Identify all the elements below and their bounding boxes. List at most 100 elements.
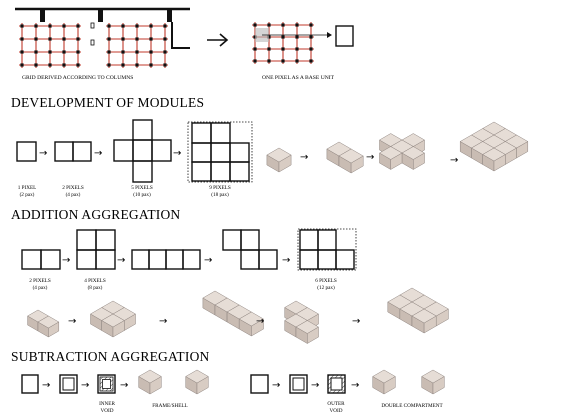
iso-box bbox=[482, 147, 506, 172]
column-node bbox=[267, 23, 271, 27]
arrow-icon: → bbox=[311, 380, 319, 391]
addition-2-pixels bbox=[21, 249, 61, 270]
column-marker bbox=[90, 39, 95, 46]
grid-label: GRID DERIVED ACCORDING TO COLUMNS bbox=[22, 75, 133, 81]
addition-6-pixels bbox=[297, 228, 357, 271]
addition-labels: 2 PIXELS (4 pax) 4 PIXELS (8 pax) 6 PIXE… bbox=[29, 278, 337, 291]
iso-box bbox=[411, 308, 437, 334]
base-pixel-square bbox=[335, 25, 354, 47]
iso-box bbox=[238, 311, 264, 337]
addition-label-pax: (8 pax) bbox=[88, 284, 103, 291]
column-node bbox=[62, 24, 66, 28]
column-node bbox=[281, 47, 285, 51]
column-node bbox=[309, 23, 313, 27]
arrow-icon: → bbox=[272, 380, 280, 391]
addition-title: ADDITION AGGREGATION bbox=[11, 207, 180, 222]
column-node bbox=[163, 63, 167, 67]
iso-box bbox=[401, 146, 425, 170]
module-label-count: 1 PIXEL bbox=[18, 185, 37, 191]
column-node bbox=[48, 37, 52, 41]
pointer-arrowhead bbox=[327, 32, 332, 38]
arrow-icon: → bbox=[117, 255, 125, 266]
column-node bbox=[309, 47, 313, 51]
column-node bbox=[267, 47, 271, 51]
column-node bbox=[48, 24, 52, 28]
double-compartment-label: DOUBLE COMPARTMENT bbox=[381, 403, 443, 409]
addition-label-pax: (12 pax) bbox=[317, 284, 335, 291]
outer-void-square bbox=[327, 374, 346, 394]
column-node bbox=[62, 37, 66, 41]
iso-box bbox=[421, 369, 445, 395]
module-label-pax: (4 pax) bbox=[66, 191, 81, 198]
module-label-count: 2 PIXELS bbox=[62, 185, 84, 191]
arrow-icon: → bbox=[450, 155, 458, 166]
column-black bbox=[40, 9, 45, 22]
arrow-icon: → bbox=[68, 316, 76, 327]
column-node bbox=[20, 63, 24, 67]
column-node bbox=[20, 24, 24, 28]
column-node bbox=[34, 24, 38, 28]
column-node bbox=[34, 63, 38, 67]
arrow-icon: → bbox=[256, 316, 264, 327]
column-node bbox=[76, 50, 80, 54]
module-label-pax: (10 pax) bbox=[133, 191, 151, 198]
column-node bbox=[253, 59, 257, 63]
module-1-pixel bbox=[16, 141, 37, 162]
column-node bbox=[34, 50, 38, 54]
arrow-icon: → bbox=[42, 380, 50, 391]
iso-box bbox=[37, 315, 60, 338]
arrow-icon: → bbox=[94, 148, 102, 159]
inner-void-label: VOID bbox=[101, 408, 114, 414]
column-node bbox=[121, 24, 125, 28]
sub-double-square bbox=[59, 374, 78, 394]
column-node bbox=[309, 59, 313, 63]
column-node bbox=[163, 37, 167, 41]
column-node bbox=[149, 63, 153, 67]
column-node bbox=[20, 37, 24, 41]
double-compartment-boxes bbox=[372, 369, 445, 395]
column-node bbox=[107, 37, 111, 41]
column-node bbox=[149, 37, 153, 41]
sub-double-square bbox=[289, 374, 308, 394]
modules-title: DEVELOPMENT OF MODULES bbox=[11, 95, 204, 110]
module-labels: 1 PIXEL (2 pax) 2 PIXELS (4 pax) 5 PIXEL… bbox=[18, 185, 231, 198]
column-node bbox=[253, 23, 257, 27]
module-label-pax: (2 pax) bbox=[20, 191, 35, 198]
arrow-icon: → bbox=[62, 255, 70, 266]
column-node bbox=[107, 24, 111, 28]
arrow-icon: → bbox=[366, 152, 374, 163]
module-9-pixels bbox=[187, 121, 253, 183]
column-node bbox=[267, 59, 271, 63]
red-grid-left bbox=[19, 23, 81, 68]
sub-square bbox=[250, 374, 269, 394]
sub-square bbox=[21, 374, 39, 394]
iso-box bbox=[338, 148, 364, 174]
addition-label-count: 6 PIXELS bbox=[315, 278, 337, 284]
column-node bbox=[76, 37, 80, 41]
column-node bbox=[253, 47, 257, 51]
module-5-pixels bbox=[113, 119, 172, 183]
column-node bbox=[295, 47, 299, 51]
arrow-icon: → bbox=[352, 316, 360, 327]
column-node bbox=[135, 37, 139, 41]
addition-stepped bbox=[222, 229, 278, 270]
frame-shell-label: FRAME/SHELL bbox=[152, 403, 187, 409]
arrow-icon: → bbox=[282, 255, 290, 266]
column-node bbox=[281, 23, 285, 27]
column-node bbox=[135, 50, 139, 54]
column-node bbox=[309, 35, 313, 39]
module-2-pixels bbox=[54, 141, 92, 162]
arrow-icon: → bbox=[81, 380, 89, 391]
subtraction-title: SUBTRACTION AGGREGATION bbox=[11, 349, 210, 364]
iso-box bbox=[138, 369, 162, 395]
arrow-icon bbox=[207, 33, 229, 47]
arrow-icon: → bbox=[120, 380, 128, 391]
arrow-icon: → bbox=[300, 152, 308, 163]
column-node bbox=[62, 50, 66, 54]
column-node bbox=[295, 23, 299, 27]
column-node bbox=[135, 24, 139, 28]
iso-box bbox=[295, 320, 319, 344]
column-node bbox=[20, 50, 24, 54]
pixel-grid-diagram bbox=[252, 22, 354, 64]
